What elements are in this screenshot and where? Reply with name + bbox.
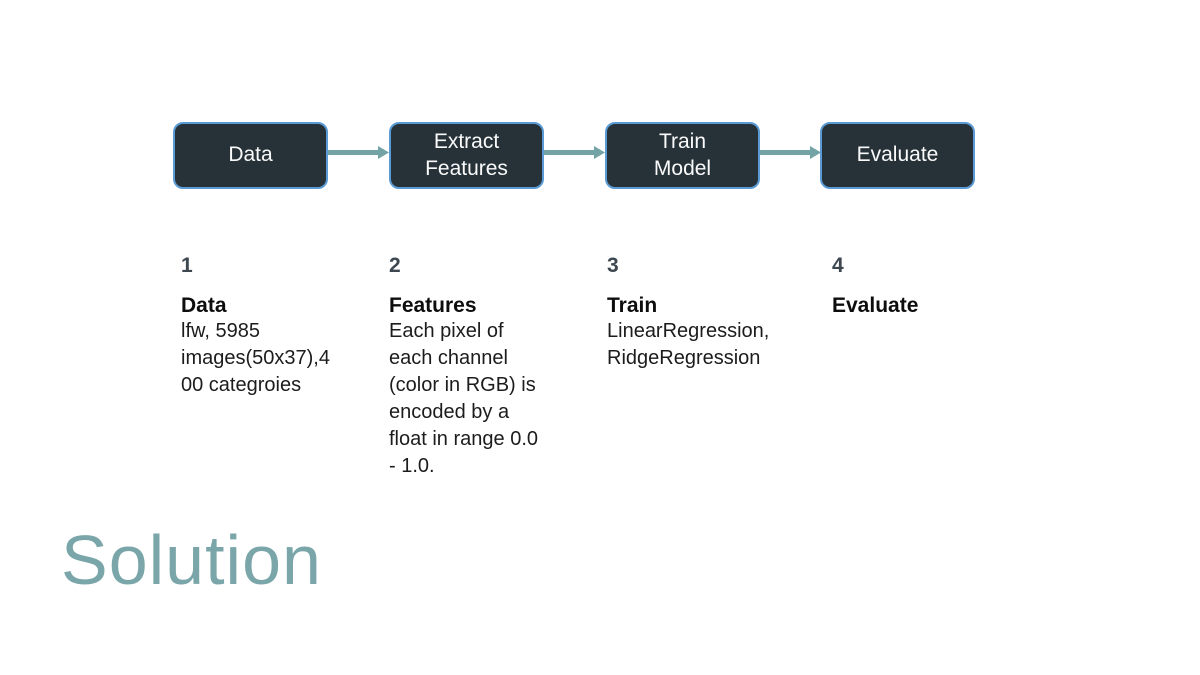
- right-arrow-icon: [328, 146, 389, 159]
- note-heading: Evaluate: [832, 294, 919, 317]
- note-number: 4: [832, 254, 844, 277]
- right-arrow-icon: [544, 146, 605, 159]
- flow-box-label: Extract Features: [425, 129, 508, 180]
- note-column-evaluate: 4 Evaluate: [832, 255, 997, 318]
- flow-box-data: Data: [173, 122, 328, 189]
- note-column-data: 1 Data lfw, 5985 images(50x37),4 00 cate…: [181, 255, 346, 399]
- note-heading: Data: [181, 294, 227, 317]
- note-heading: Train: [607, 294, 658, 317]
- note-column-train: 3 Train LinearRegression, RidgeRegressio…: [607, 255, 822, 372]
- note-number: 3: [607, 254, 619, 277]
- slide-title: Solution: [61, 521, 322, 599]
- flow-box-label: Data: [228, 143, 273, 167]
- flow-box-label: Evaluate: [856, 143, 939, 167]
- note-number: 1: [181, 254, 193, 277]
- note-body: Each pixel of each channel (color in RGB…: [389, 320, 538, 477]
- note-heading: Features: [389, 294, 477, 317]
- note-column-features: 2 Features Each pixel of each channel (c…: [389, 255, 594, 480]
- flow-box-label: Train Model: [653, 129, 712, 180]
- note-body: LinearRegression, RidgeRegression: [607, 320, 770, 369]
- flow-box-train-model: Train Model: [605, 122, 760, 189]
- flow-box-evaluate: Evaluate: [820, 122, 975, 189]
- flow-box-extract-features: Extract Features: [389, 122, 544, 189]
- right-arrow-icon: [760, 146, 821, 159]
- note-body: lfw, 5985 images(50x37),4 00 categroies: [181, 320, 330, 396]
- note-number: 2: [389, 254, 401, 277]
